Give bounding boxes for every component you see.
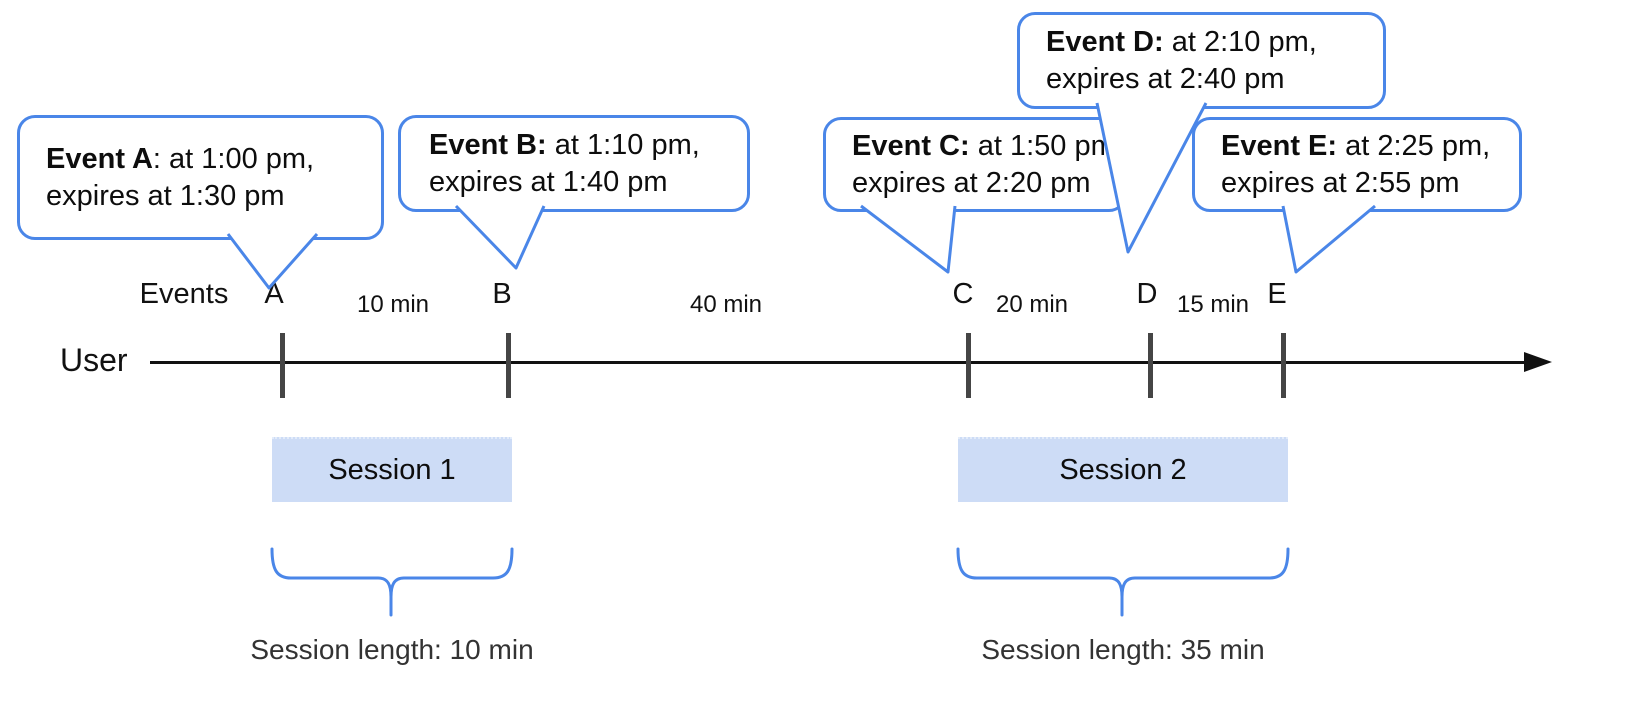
event-a-line1: Event A: at 1:00 pm,	[46, 141, 381, 178]
callout-tail-e	[1281, 204, 1376, 274]
interval-label-c-d: 20 min	[995, 291, 1069, 318]
events-axis-label: Events	[139, 278, 229, 310]
event-b-title: Event B:	[429, 128, 547, 161]
event-c-line1: Event C: at 1:50 pm,	[852, 128, 1124, 165]
session-2-length-label: Session length: 35 min	[981, 634, 1265, 665]
callout-event-d: Event D: at 2:10 pm, expires at 2:40 pm	[1017, 12, 1386, 109]
timeline-line	[150, 361, 1526, 364]
event-a-title: Event A	[46, 142, 153, 175]
event-c-line2: expires at 2:20 pm	[852, 166, 1091, 199]
callout-event-c: Event C: at 1:50 pm, expires at 2:20 pm	[823, 117, 1127, 212]
tick-label-d: D	[1136, 278, 1158, 310]
session-1-length-label: Session length: 10 min	[250, 634, 534, 665]
user-axis-label: User	[60, 342, 128, 378]
event-e-title: Event E:	[1221, 129, 1338, 162]
event-d-line1: Event D: at 2:10 pm,	[1046, 24, 1383, 61]
event-b-line2: expires at 1:40 pm	[429, 165, 668, 198]
event-b-line1: Event B: at 1:10 pm,	[429, 127, 747, 164]
timeline-arrowhead-icon	[1524, 352, 1552, 372]
interval-label-a-b: 10 min	[356, 291, 430, 318]
tick-event-e	[1281, 333, 1286, 398]
callout-event-a: Event A: at 1:00 pm, expires at 1:30 pm	[17, 115, 384, 240]
interval-label-d-e: 15 min	[1176, 291, 1250, 318]
tick-label-e: E	[1267, 278, 1287, 310]
session-1-brace	[270, 547, 514, 617]
tick-label-a: A	[264, 278, 284, 310]
callout-tail-c	[860, 204, 957, 274]
tick-event-b	[506, 333, 511, 398]
event-a-time: : at 1:00 pm,	[152, 142, 315, 175]
session-1-box: Session 1	[272, 437, 512, 502]
session-2-box: Session 2	[958, 437, 1288, 502]
event-b-time: at 1:10 pm,	[546, 128, 700, 161]
event-c-title: Event C:	[852, 129, 970, 162]
tick-label-b: B	[492, 278, 512, 310]
event-d-line2: expires at 2:40 pm	[1046, 62, 1285, 95]
event-e-time: at 2:25 pm,	[1337, 129, 1491, 162]
event-e-line1: Event E: at 2:25 pm,	[1221, 128, 1519, 165]
tick-event-a	[280, 333, 285, 398]
event-d-time: at 2:10 pm,	[1163, 25, 1317, 58]
tick-label-c: C	[952, 278, 974, 310]
callout-tail-b	[454, 204, 546, 270]
tick-event-c	[966, 333, 971, 398]
interval-label-b-c: 40 min	[689, 291, 763, 318]
tick-event-d	[1148, 333, 1153, 398]
session-2-brace	[956, 547, 1290, 617]
event-e-line2: expires at 2:55 pm	[1221, 166, 1460, 199]
event-c-time: at 1:50 pm,	[969, 129, 1123, 162]
session-1-label: Session 1	[328, 454, 456, 486]
event-d-title: Event D:	[1046, 25, 1164, 58]
session-2-label: Session 2	[1059, 454, 1187, 486]
event-a-line2: expires at 1:30 pm	[46, 179, 285, 212]
callout-event-b: Event B: at 1:10 pm, expires at 1:40 pm	[398, 115, 750, 212]
callout-event-e: Event E: at 2:25 pm, expires at 2:55 pm	[1192, 117, 1522, 212]
